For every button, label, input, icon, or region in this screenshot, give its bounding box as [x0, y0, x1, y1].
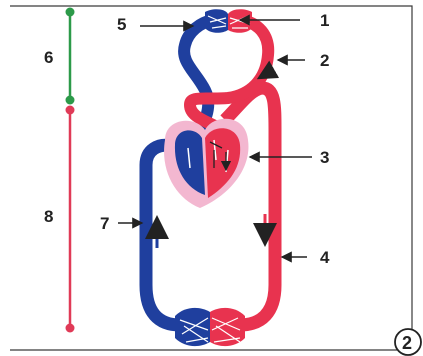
label-6: 6	[44, 48, 53, 67]
label-5: 5	[117, 15, 126, 34]
page-badge-number: 2	[402, 333, 412, 353]
label-7: 7	[100, 214, 109, 233]
heart	[164, 119, 248, 208]
label-1: 1	[320, 11, 329, 30]
label-8: 8	[44, 207, 53, 226]
label-2: 2	[320, 51, 329, 70]
lung-capillaries	[205, 9, 252, 33]
label-3: 3	[320, 148, 329, 167]
label-4: 4	[320, 248, 330, 267]
body-capillaries	[175, 308, 245, 346]
